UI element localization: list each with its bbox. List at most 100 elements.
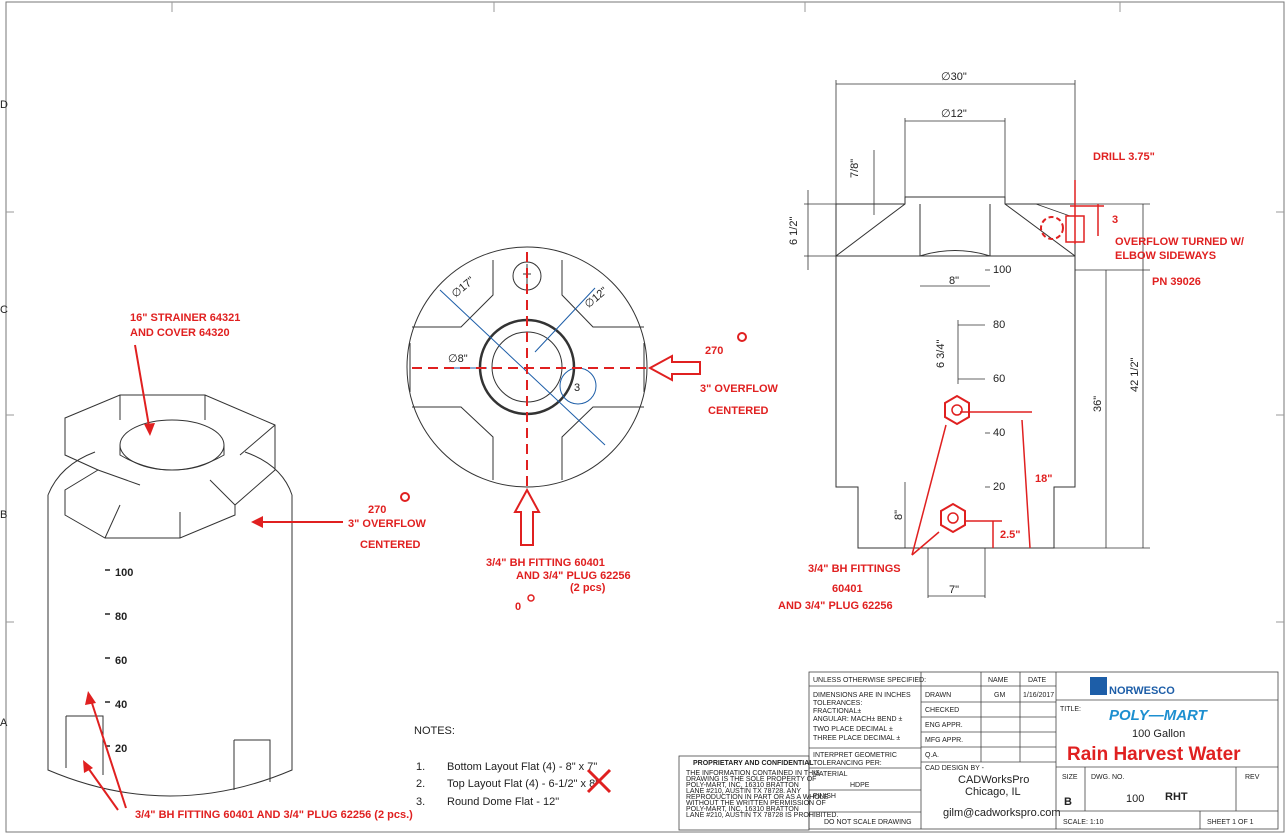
tb-size: B [1064, 796, 1072, 808]
iso-scale-marks: 100 80 60 40 20 [105, 567, 133, 755]
side-view-labels: ∅30" ∅12" 7/8" 6 1/2" 8" 100 80 60 40 20… [778, 71, 1244, 612]
side-dim-6-1-2: 6 1/2" [788, 217, 800, 245]
side-dim-36: 36" [1092, 396, 1104, 412]
side-dim-6-3-4: 6 3/4" [935, 340, 947, 368]
tb-qa: Q.A. [925, 752, 939, 759]
tb-dims-3: FRACTIONAL± [813, 708, 861, 715]
side-dim-8: 8" [949, 275, 959, 287]
tb-dims-6: THREE PLACE DECIMAL ± [813, 735, 900, 742]
iso-overflow-label-1: 3" OVERFLOW [348, 518, 427, 530]
tb-product: Rain Harvest Water [1067, 744, 1241, 765]
side-overflow-label-2: ELBOW SIDEWAYS [1115, 250, 1216, 262]
tb-material: HDPE [850, 782, 870, 789]
side-shoulder [835, 196, 1076, 257]
iso-scale-20: 20 [115, 743, 127, 755]
iso-bottom-flat-left [65, 715, 104, 775]
side-three-label: 3 [1112, 214, 1118, 226]
proprietary-line-8: LANE #210, AUSTIN TX 78728 IS PROHIBITED… [686, 812, 838, 819]
border-letter-b: B [0, 509, 7, 521]
proprietary-title: PROPRIETARY AND CONFIDENTIAL [693, 760, 814, 767]
proprietary-line-7: POLY-MART, INC, 16310 BRATTON [686, 806, 799, 813]
top-circle-3: 3 [574, 382, 580, 394]
top-fitting-label-2: AND 3/4" PLUG 62256 [516, 570, 631, 582]
tb-drawn-date: 1/16/2017 [1023, 692, 1054, 699]
note-1-text: Bottom Layout Flat (4) - 8" x 7" [447, 761, 597, 773]
border-letter-c: C [0, 304, 8, 316]
top-view-labels: ∅17" ∅12" ∅8" 3 270 3" OVERFLOW CENTERED… [412, 252, 779, 613]
side-tank-body [835, 255, 1076, 549]
tb-dims-5: TWO PLACE DECIMAL ± [813, 726, 893, 733]
title-block [808, 671, 1279, 830]
top-fitting-label-1: 3/4" BH FITTING 60401 [486, 557, 605, 569]
proprietary-line-6: WITHOUT THE WRITTEN PERMISSION OF [686, 800, 826, 807]
side-dim-7: 7" [949, 584, 959, 596]
border-letter-d: D [0, 99, 8, 111]
tb-drawn: DRAWN [925, 692, 951, 699]
tb-do-not-scale: DO NOT SCALE DRAWING [824, 819, 912, 826]
iso-scale-80: 80 [115, 611, 127, 623]
notes-block: NOTES: 1. Bottom Layout Flat (4) - 8" x … [414, 725, 612, 808]
note-1-number: 1. [416, 761, 425, 773]
iso-cross-top [64, 394, 276, 539]
proprietary-line-5: REPRODUCTION IN PART OR AS A WHOLE [686, 794, 829, 801]
top-overflow-label-2: CENTERED [708, 405, 769, 417]
top-angle-0: 0 [515, 601, 521, 613]
proprietary-box: PROPRIETARY AND CONFIDENTIAL THE INFORMA… [678, 755, 838, 831]
tb-dims-2: TOLERANCES: [813, 700, 862, 707]
proprietary-line-2: DRAWING IS THE SOLE PROPERTY OF [686, 776, 816, 783]
note-3-text: Round Dome Flat - 12" [447, 796, 559, 808]
tb-cad-email: gilm@cadworkspro.com [943, 807, 1061, 819]
tb-dims-1: DIMENSIONS ARE IN INCHES [813, 692, 911, 699]
tb-mfg-appr: MFG APPR. [925, 737, 963, 744]
note-3-number: 3. [416, 796, 425, 808]
tb-name-header: NAME [988, 677, 1009, 684]
top-fitting-label-3: (2 pcs) [570, 582, 606, 594]
top-outer-circle [406, 246, 648, 488]
tb-dwg-label: DWG. NO. [1091, 774, 1124, 781]
tb-cad-company: CADWorksPro [958, 774, 1029, 786]
tb-norwesco: NORWESCO [1109, 685, 1175, 697]
notes-title: NOTES: [414, 725, 455, 737]
side-dia-12: ∅12" [941, 108, 967, 120]
top-overflow-arrow [647, 354, 701, 382]
tb-material-label: MATERIAL [813, 771, 848, 778]
side-tick-60: 60 [993, 373, 1005, 385]
side-drill-label: DRILL 3.75" [1093, 151, 1155, 163]
top-overflow-label-1: 3" OVERFLOW [700, 383, 779, 395]
tb-size-label: SIZE [1062, 774, 1078, 781]
tb-finish-label: FINISH [813, 793, 836, 800]
side-dim-18: 18" [1035, 473, 1052, 485]
side-fittings-label-3: AND 3/4" PLUG 62256 [778, 600, 893, 612]
norwesco-logo-icon [1090, 677, 1107, 695]
iso-scale-40: 40 [115, 699, 127, 711]
tb-dims-4: ANGULAR: MACH± BEND ± [813, 716, 903, 723]
tb-eng-appr: ENG APPR. [925, 722, 963, 729]
title-block-text: UNLESS OTHERWISE SPECIFIED: NAME DATE DI… [813, 677, 1260, 826]
tb-rev-label: REV [1245, 774, 1260, 781]
iso-strainer-label-2: AND COVER 64320 [130, 327, 230, 339]
note-2-text: Top Layout Flat (4) - 6-1/2" x 8" [447, 778, 599, 790]
tb-dwg-no-a: 100 [1126, 793, 1144, 805]
side-tick-40: 40 [993, 427, 1005, 439]
side-fittings-label-2: 60401 [832, 583, 863, 595]
side-fitting-upper [944, 394, 970, 426]
side-dim-42-1-2: 42 1/2" [1129, 357, 1141, 392]
iso-fitting-label: 3/4" BH FITTING 60401 AND 3/4" PLUG 6225… [135, 809, 413, 821]
top-angle-270: 270 [705, 345, 723, 357]
iso-angle-270: 270 [368, 504, 386, 516]
tb-gallons: 100 Gallon [1132, 728, 1185, 740]
tb-date-header: DATE [1028, 677, 1046, 684]
tb-scale: SCALE: 1:10 [1063, 819, 1104, 826]
side-tick-80: 80 [993, 319, 1005, 331]
tb-unless: UNLESS OTHERWISE SPECIFIED: [813, 677, 926, 684]
top-fitting-arrow [513, 487, 541, 546]
side-view [804, 80, 1150, 598]
side-tick-100: 100 [993, 264, 1011, 276]
iso-overflow-label-2: CENTERED [360, 539, 421, 551]
side-pn-label: PN 39026 [1152, 276, 1201, 288]
proprietary-line-1: THE INFORMATION CONTAINED IN THIS [686, 770, 820, 777]
tb-dwg-no-b: RHT [1165, 791, 1188, 803]
top-cross-flats [412, 260, 644, 480]
